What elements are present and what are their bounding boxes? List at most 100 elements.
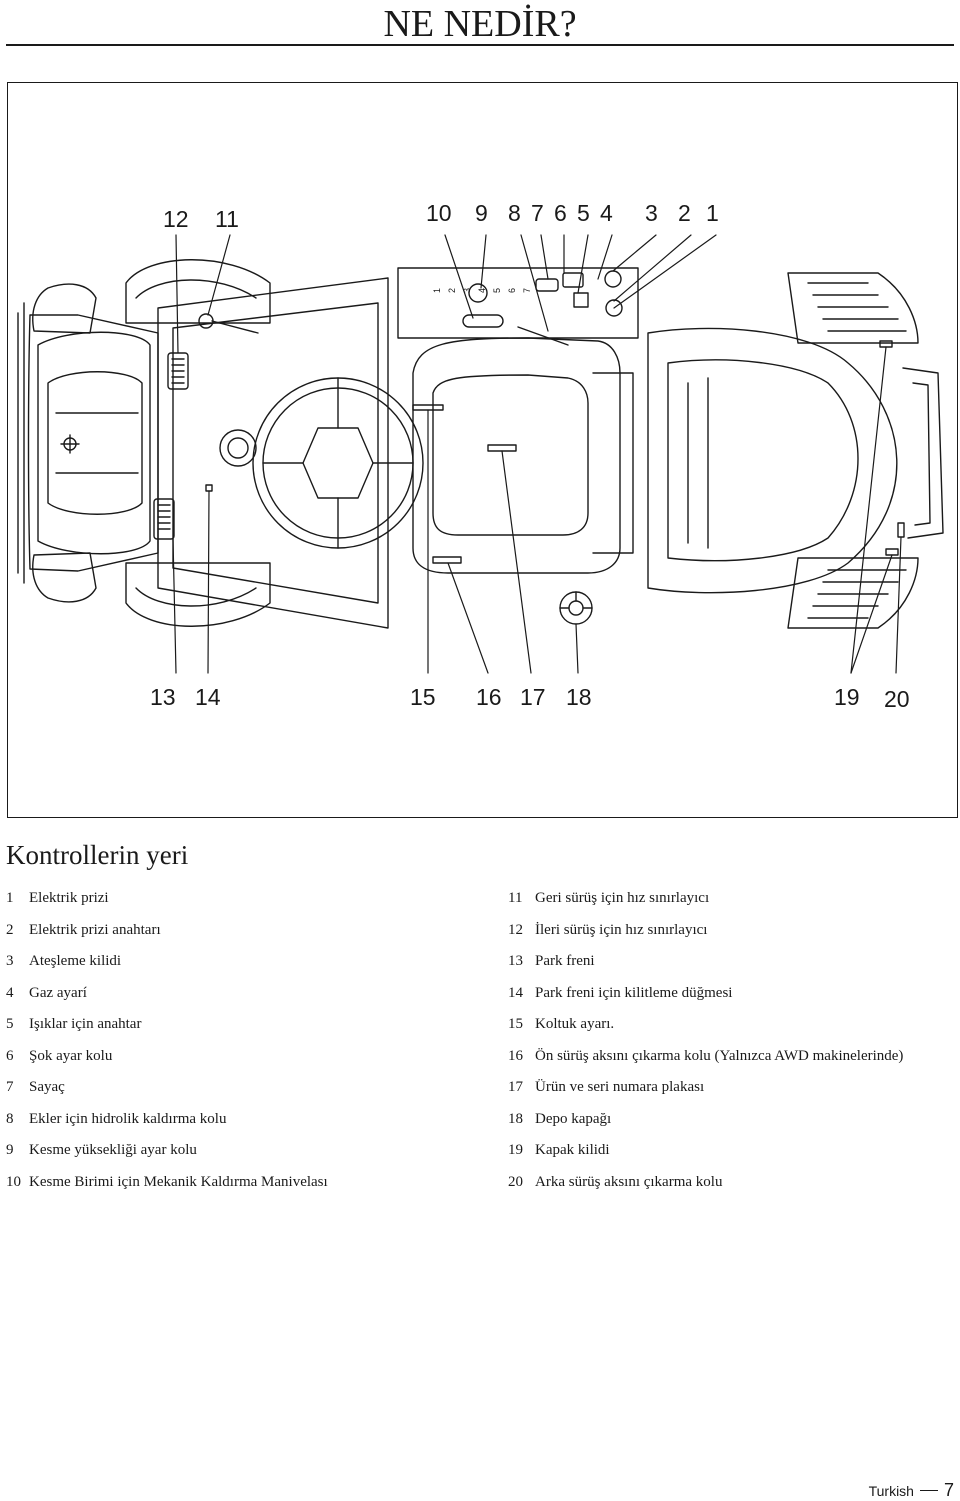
legend-text: Park freni [535,953,595,970]
callout-9: 9 [475,200,488,226]
legend-item: 5 Işıklar için anahtar [6,1009,476,1041]
legend-item: 11 Geri sürüş için hız sınırlayıcı [508,883,958,915]
legend-text: Sayaç [29,1079,65,1096]
legend-item: 4 Gaz ayarí [6,978,476,1010]
legend-item: 1 Elektrik prizi [6,883,476,915]
callout-2: 2 [678,200,691,226]
legend-number: 8 [6,1110,14,1127]
callout-13: 13 [150,684,176,710]
rear-wheel-upper [787,272,919,344]
tractor-top-view-figure: 1 2 3 4 5 6 7 12 11 10 9 8 7 6 5 4 3 2 1… [7,82,958,818]
legend-text: Işıklar için anahtar [29,1016,142,1033]
legend-text: İleri sürüş için hız sınırlayıcı [535,921,708,938]
callout-19: 19 [834,684,860,710]
legend-item: 7 Sayaç [6,1072,476,1104]
panel-mark: 4 [477,288,487,293]
legend-text: Ekler için hidrolik kaldırma kolu [29,1110,227,1127]
rear-body [647,327,898,594]
callout-7: 7 [531,200,544,226]
legend-number: 17 [508,1079,523,1096]
legend-number: 9 [6,1142,14,1159]
section-heading: Kontrollerin yeri [6,840,189,870]
legend-number: 10 [6,1173,21,1190]
legend-item: 14 Park freni için kilitleme düğmesi [508,978,958,1010]
seat [412,337,621,574]
legend-number: 1 [6,890,14,907]
panel-mark: 5 [492,288,502,293]
legend-number: 20 [508,1173,523,1190]
legend-text: Ürün ve seri numara plakası [535,1079,705,1096]
callout-16: 16 [476,684,502,710]
legend-number: 13 [508,953,523,970]
legend-text: Şok ayar kolu [29,1047,113,1064]
hood-outline [27,314,159,572]
callout-10: 10 [426,200,452,226]
legend-number: 15 [508,1016,523,1033]
legend-number: 11 [508,890,523,907]
legend-number: 18 [508,1110,523,1127]
panel-mark: 7 [522,288,532,293]
legend-number: 5 [6,1016,14,1033]
legend-number: 7 [6,1079,14,1096]
legend-text: Geri sürüş için hız sınırlayıcı [535,890,710,907]
legend-item: 13 Park freni [508,946,958,978]
footer-dash [919,1489,938,1492]
callout-17: 17 [520,684,546,710]
legend-item: 3 Ateşleme kilidi [6,946,476,978]
callout-18: 18 [566,684,592,710]
legend-item: 10 Kesme Birimi için Mekanik Kaldırma Man… [6,1167,476,1199]
callout-14: 14 [195,684,221,710]
legend-text: Elektrik prizi [29,890,109,907]
panel-mark: 1 [432,288,442,293]
callout-11: 11 [215,206,239,232]
tractor-diagram: 1 2 3 4 5 6 7 12 11 10 9 8 7 6 5 4 3 2 1… [17,200,944,712]
page-number: 7 [943,1480,954,1500]
legend-right-column: 11 Geri sürüş için hız sınırlayıcı 12 İler… [508,883,958,1198]
front-wheel-lower [125,562,271,627]
legend-text: Park freni için kilitleme düğmesi [535,984,733,1001]
panel-mark: 3 [462,288,472,293]
legend-text: Gaz ayarí [29,984,87,1001]
front-wheel-upper [125,259,271,324]
legend-item: 15 Koltuk ayarı. [508,1009,958,1041]
legend-number: 12 [508,921,523,938]
callout-1: 1 [706,200,719,226]
legend-text: Depo kapağı [535,1110,612,1127]
legend-text: Elektrik prizi anahtarı [29,921,161,938]
legend-number: 14 [508,984,523,1001]
legend-number: 3 [6,953,14,970]
legend-number: 16 [508,1047,523,1064]
legend-text: Kesme yüksekliği ayar kolu [29,1142,197,1159]
callout-15: 15 [410,684,436,710]
pedal-lower [153,498,175,540]
legend-item: 17 Ürün ve seri numara plakası [508,1072,958,1104]
callout-4: 4 [600,200,613,226]
legend-text: Koltuk ayarı. [535,1016,615,1033]
legend-text: Ön sürüş aksını çıkarma kolu (Yalnızca A… [535,1047,904,1064]
legend-number: 4 [6,984,14,1001]
panel-mark: 2 [447,288,457,293]
legend-text: Ateşleme kilidi [29,953,122,970]
dashboard [157,277,389,629]
legend-item: 16 Ön sürüş aksını çıkarma kolu (Yalnızca… [508,1041,958,1073]
footer-language: Turkish [868,1482,914,1499]
callout-6: 6 [554,200,567,226]
legend-text: Arka sürüş aksını çıkarma kolu [535,1173,723,1190]
legend-item: 8 Ekler için hidrolik kaldırma kolu [6,1104,476,1136]
legend-item: 20 Arka sürüş aksını çıkarma kolu [508,1167,958,1199]
page-footer: Turkish 7 [869,1480,954,1501]
callout-5: 5 [577,200,590,226]
callout-8: 8 [508,200,521,226]
callout-20: 20 [884,686,910,712]
callout-3: 3 [645,200,658,226]
legend-text: Kesme Birimi için Mekanik Kaldırma Maniv… [29,1173,328,1190]
page-title: NE NEDİR? [383,3,577,45]
legend-item: 9 Kesme yüksekliği ayar kolu [6,1135,476,1167]
legend-item: 12 İleri sürüş için hız sınırlayıcı [508,915,958,947]
legend-item: 18 Depo kapağı [508,1104,958,1136]
legend-text: Kapak kilidi [535,1142,610,1159]
